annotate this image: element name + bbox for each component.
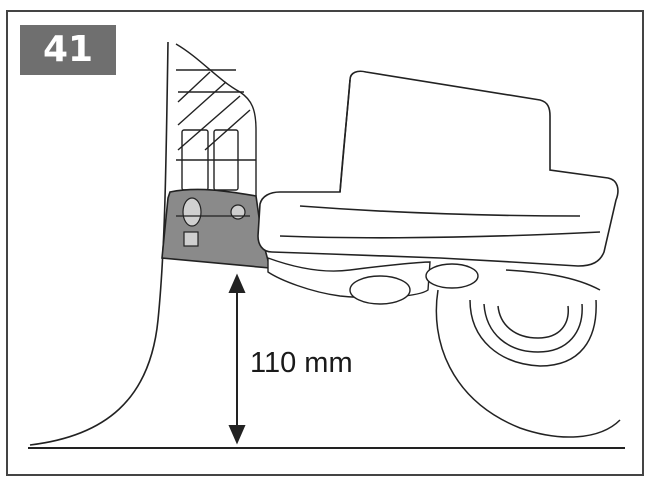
tire-right [435, 269, 621, 438]
tire-left [29, 41, 169, 446]
rear-bumper [257, 70, 619, 267]
panel-border [6, 10, 644, 476]
body-panel [175, 43, 257, 196]
dimension-label: 110 mm [250, 347, 353, 379]
step-number-badge: 41 [20, 25, 116, 75]
dimension-arrow [228, 273, 246, 445]
undercarriage [267, 257, 479, 305]
tow-bracket-highlight [161, 188, 272, 269]
